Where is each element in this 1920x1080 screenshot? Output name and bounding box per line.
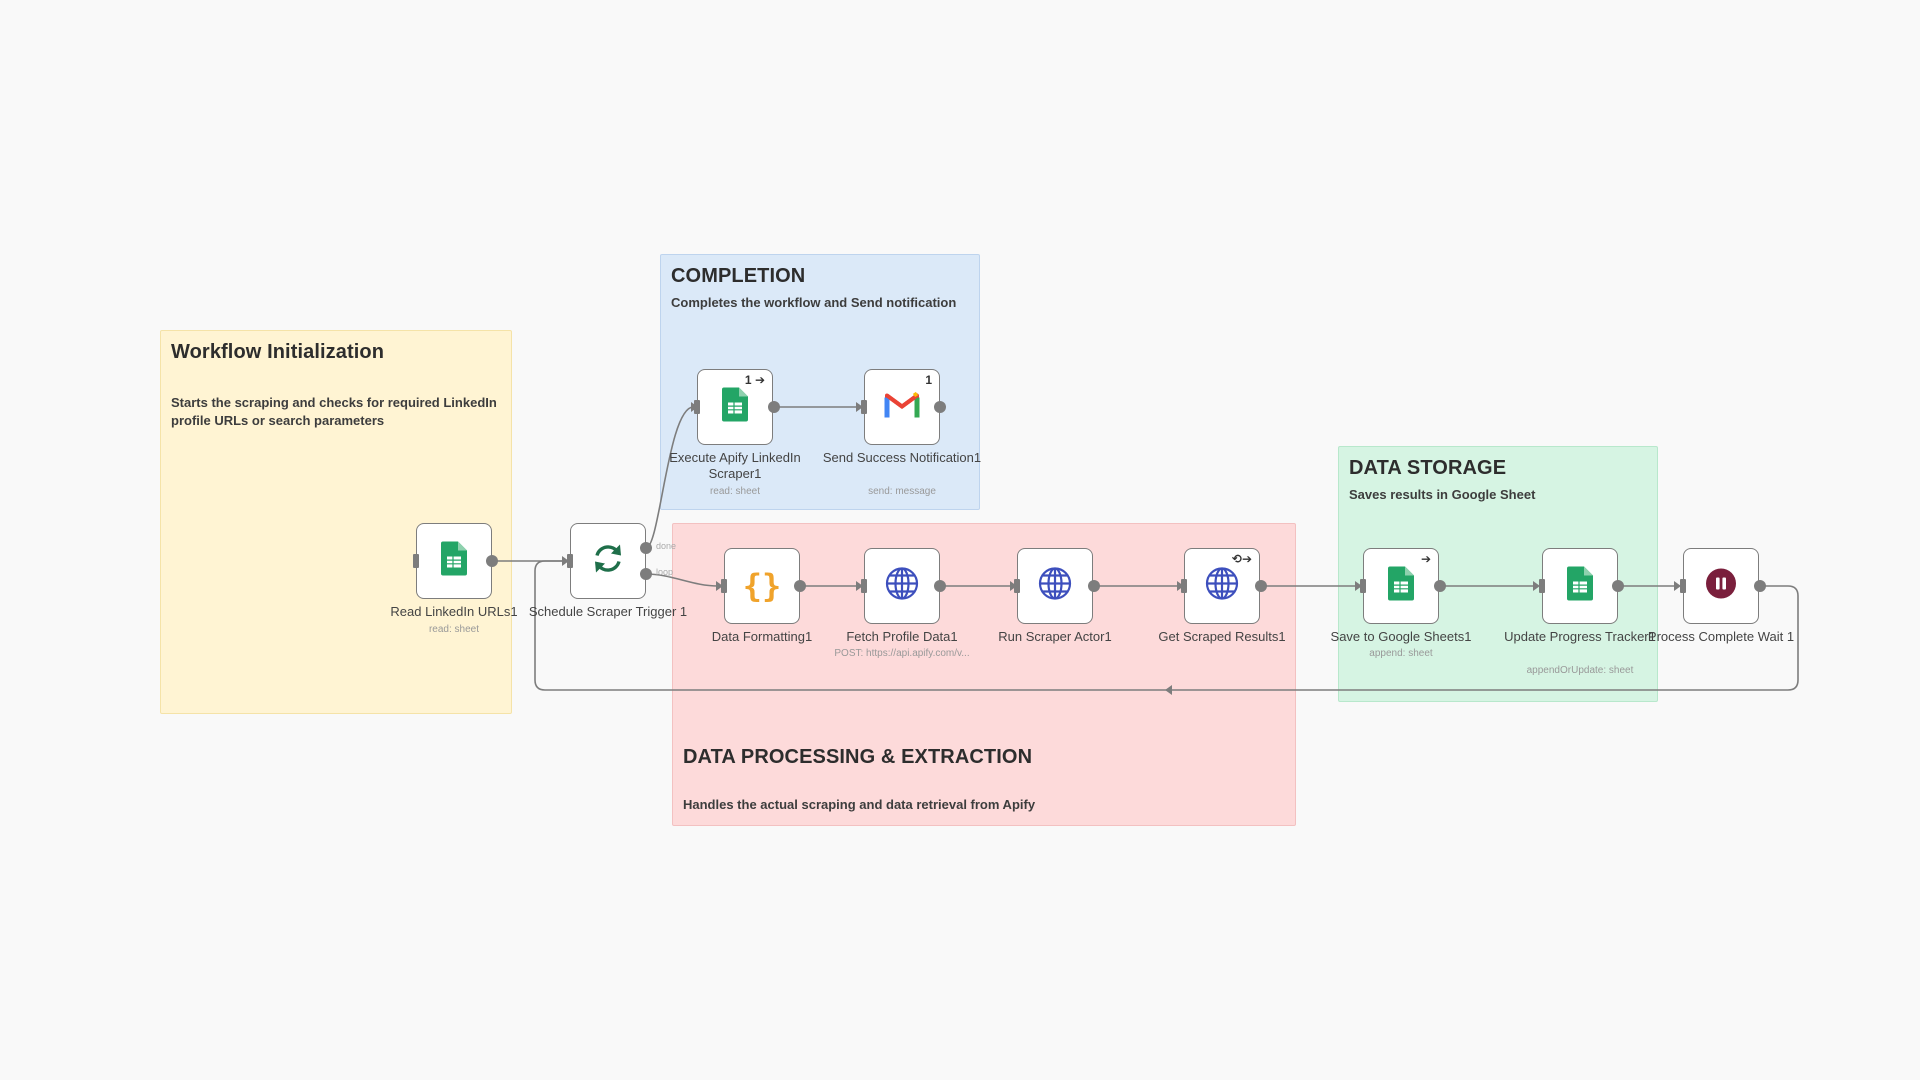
output-port-loop[interactable]: [640, 568, 652, 580]
run-count-badge: 1 ➔: [744, 373, 765, 387]
arrow-right-icon: ➔: [754, 373, 765, 387]
sticky-note-data-processing[interactable]: DATA PROCESSING & EXTRACTION Handles the…: [672, 523, 1296, 826]
google-sheets-icon: [722, 387, 748, 427]
input-port[interactable]: [1680, 579, 1686, 593]
node-subtitle: POST: https://api.apify.com/v...: [834, 648, 970, 659]
node-subtitle: append: sheet: [1369, 648, 1433, 659]
sticky-note-workflow-initialization[interactable]: Workflow Initialization Starts the scrap…: [160, 330, 512, 714]
node-fetch-profile-data[interactable]: [864, 548, 940, 624]
input-port[interactable]: [861, 579, 867, 593]
node-label: Fetch Profile Data1: [846, 629, 958, 644]
input-port[interactable]: [694, 400, 700, 414]
connection-done-to-execute: [645, 406, 695, 549]
node-subtitle: send: message: [868, 486, 936, 497]
globe-icon: [1038, 567, 1072, 606]
input-port[interactable]: [1360, 579, 1366, 593]
output-port[interactable]: [768, 401, 780, 413]
node-label: Read LinkedIn URLs1: [390, 604, 518, 619]
output-port[interactable]: [934, 401, 946, 413]
note-description: Completes the workflow and Send notifica…: [671, 295, 957, 310]
arrowheads: [562, 402, 1681, 695]
node-label: Schedule Scraper Trigger 1: [528, 604, 688, 619]
output-port[interactable]: [794, 580, 806, 592]
note-description: Handles the actual scraping and data ret…: [683, 797, 1036, 812]
node-label: Update Progress Tracker1: [1504, 629, 1656, 644]
code-braces-icon: {}: [742, 567, 782, 605]
output-port[interactable]: [1434, 580, 1446, 592]
output-port[interactable]: [934, 580, 946, 592]
output-port[interactable]: [1754, 580, 1766, 592]
arrow-right-icon: ➔: [1420, 552, 1431, 566]
input-port[interactable]: [1014, 579, 1020, 593]
output-port[interactable]: [1255, 580, 1267, 592]
output-port[interactable]: [1088, 580, 1100, 592]
node-send-success-notification[interactable]: 1: [864, 369, 940, 445]
pagination-arrow-icon: ⟲➔: [1231, 552, 1252, 566]
globe-icon: [885, 567, 919, 606]
node-run-scraper-actor[interactable]: [1017, 548, 1093, 624]
node-read-linkedin-urls[interactable]: [416, 523, 492, 599]
gmail-icon: [884, 391, 920, 424]
loop-icon: [591, 542, 625, 581]
note-description: Starts the scraping and checks for requi…: [171, 395, 497, 428]
output-port[interactable]: [486, 555, 498, 567]
note-title: DATA STORAGE: [1349, 457, 1507, 479]
pause-icon: [1705, 568, 1737, 605]
node-schedule-scraper-trigger[interactable]: [570, 523, 646, 599]
node-data-formatting[interactable]: {}: [724, 548, 800, 624]
node-label: Send Success Notification1: [822, 450, 982, 465]
note-title: Workflow Initialization: [171, 341, 385, 363]
output-port[interactable]: [1612, 580, 1624, 592]
input-port[interactable]: [567, 554, 573, 568]
run-count-badge: 1: [925, 373, 932, 387]
port-label-loop: loop: [656, 567, 674, 577]
node-label: Process Complete Wait 1: [1647, 629, 1795, 644]
node-label: Data Formatting1: [711, 629, 813, 644]
input-port[interactable]: [861, 400, 867, 414]
input-port[interactable]: [721, 579, 727, 593]
node-process-complete-wait[interactable]: [1683, 548, 1759, 624]
node-label: Execute Apify LinkedIn Scraper1: [669, 450, 801, 481]
node-label: Save to Google Sheets1: [1330, 629, 1472, 644]
node-label: Run Scraper Actor1: [998, 629, 1112, 644]
input-port[interactable]: [413, 554, 419, 568]
node-update-progress-tracker[interactable]: [1542, 548, 1618, 624]
note-title: COMPLETION: [671, 265, 806, 287]
node-subtitle: read: sheet: [709, 486, 761, 497]
note-description: Saves results in Google Sheet: [1349, 487, 1536, 502]
google-sheets-icon: [1388, 566, 1414, 606]
node-label: Get Scraped Results1: [1158, 629, 1286, 644]
google-sheets-icon: [441, 541, 467, 581]
note-title: DATA PROCESSING & EXTRACTION: [683, 746, 1033, 768]
google-sheets-icon: [1567, 566, 1593, 606]
node-subtitle: appendOrUpdate: sheet: [1526, 665, 1634, 676]
output-port-done[interactable]: [640, 542, 652, 554]
globe-icon: [1205, 567, 1239, 606]
input-port[interactable]: [1539, 579, 1545, 593]
node-save-to-google-sheets[interactable]: ➔: [1363, 548, 1439, 624]
port-label-done: done: [656, 541, 677, 551]
connection-loop-to-formatting: [645, 573, 719, 587]
node-get-scraped-results[interactable]: ⟲➔: [1184, 548, 1260, 624]
input-port[interactable]: [1181, 579, 1187, 593]
node-subtitle: read: sheet: [428, 624, 480, 635]
node-execute-apify-linkedin-scraper[interactable]: 1 ➔: [697, 369, 773, 445]
